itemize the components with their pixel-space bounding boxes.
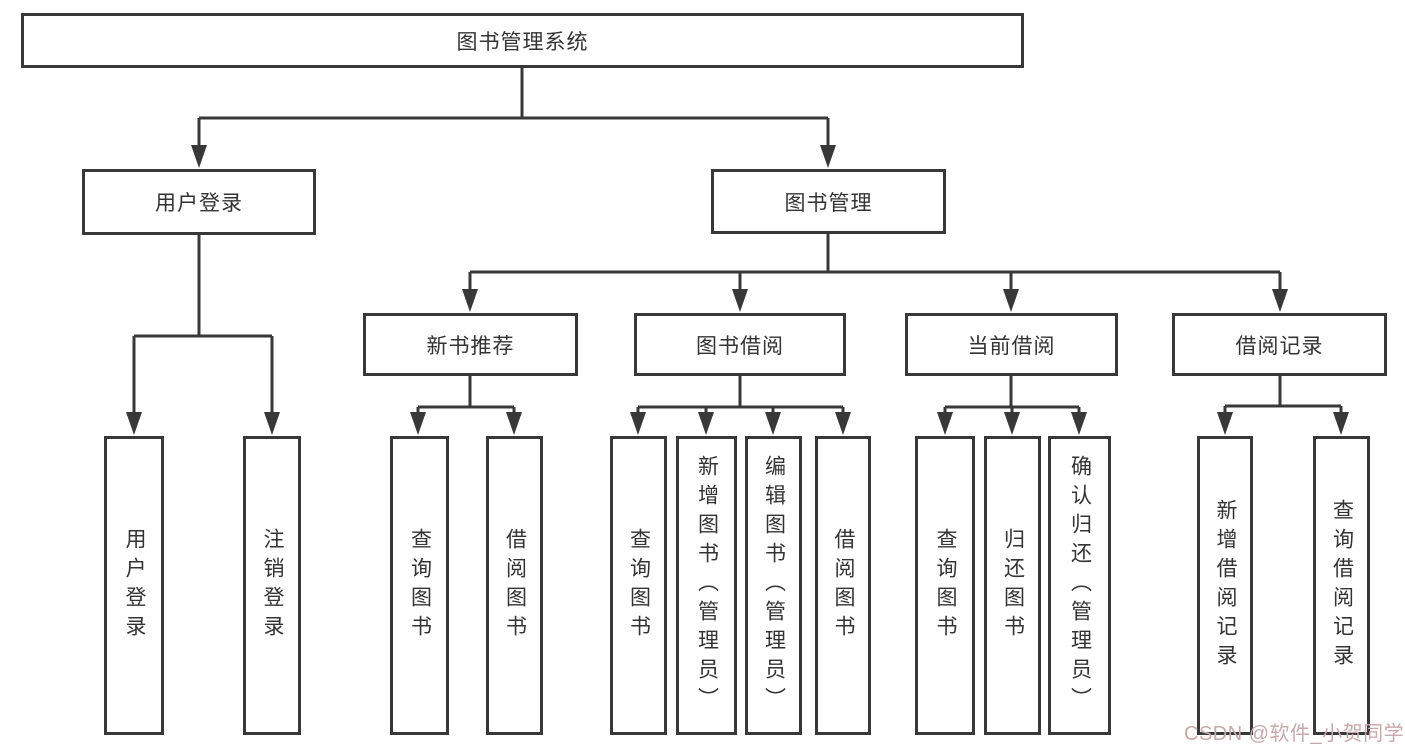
leaf-return-books: 归还图书: [984, 436, 1041, 735]
leaf-logout-login-label: 注销登录: [261, 527, 285, 644]
arrow-down-icon: [1272, 289, 1288, 312]
leaf-borrow-books-recommend: 借阅图书: [486, 436, 543, 735]
arrow-down-icon: [1004, 412, 1020, 435]
arrow-down-icon: [698, 412, 714, 435]
arrow-down-icon: [937, 412, 953, 435]
leaf-query-books-recommend-label: 查询图书: [408, 527, 432, 644]
leaf-add-books-admin: 新增图书（管理员）: [676, 436, 737, 735]
leaf-query-books-borrow: 查询图书: [610, 436, 667, 735]
arrowhead-icons: [126, 145, 1349, 435]
leaf-logout-login: 注销登录: [243, 436, 301, 735]
node-root: 图书管理系统: [21, 13, 1024, 68]
arrow-down-icon: [462, 289, 478, 312]
arrow-down-icon: [1217, 412, 1233, 435]
leaf-query-books-current-label: 查询图书: [934, 527, 958, 644]
leaf-confirm-return-admin-label: 确认归还（管理员）: [1068, 455, 1092, 716]
arrow-down-icon: [1003, 289, 1019, 312]
node-current-borrow: 当前借阅: [905, 313, 1118, 376]
node-book-management: 图书管理: [711, 169, 946, 234]
leaf-query-books-recommend: 查询图书: [390, 436, 449, 735]
leaf-edit-books-admin-label: 编辑图书（管理员）: [762, 455, 786, 716]
leaf-user-login-label: 用户登录: [123, 527, 147, 644]
arrow-down-icon: [506, 412, 522, 435]
leaf-add-borrow-record-label: 新增借阅记录: [1214, 498, 1238, 673]
node-new-book-recommend: 新书推荐: [363, 313, 578, 376]
arrow-down-icon: [1333, 412, 1349, 435]
node-user-login: 用户登录: [82, 169, 316, 235]
arrow-down-icon: [264, 412, 280, 435]
arrow-down-icon: [126, 412, 142, 435]
connector-lines: [132, 68, 1343, 418]
arrow-down-icon: [820, 145, 836, 168]
arrow-down-icon: [191, 145, 207, 168]
node-book-borrow: 图书借阅: [634, 313, 846, 376]
leaf-add-borrow-record: 新增借阅记录: [1197, 436, 1253, 735]
leaf-confirm-return-admin: 确认归还（管理员）: [1048, 436, 1111, 735]
leaf-user-login: 用户登录: [104, 436, 164, 735]
leaf-add-books-admin-label: 新增图书（管理员）: [695, 455, 719, 716]
watermark-text: CSDN @软件_小贺同学: [1184, 723, 1405, 745]
node-borrow-records: 借阅记录: [1172, 313, 1387, 376]
leaf-query-borrow-record: 查询借阅记录: [1313, 436, 1370, 735]
arrow-down-icon: [835, 412, 851, 435]
leaf-edit-books-admin: 编辑图书（管理员）: [745, 436, 802, 735]
arrow-down-icon: [765, 412, 781, 435]
leaf-query-books-borrow-label: 查询图书: [627, 527, 651, 644]
leaf-borrow-books-label: 借阅图书: [832, 527, 856, 644]
arrow-down-icon: [732, 289, 748, 312]
leaf-borrow-books-recommend-label: 借阅图书: [503, 527, 527, 644]
leaf-query-borrow-record-label: 查询借阅记录: [1330, 498, 1354, 673]
leaf-query-books-current: 查询图书: [915, 436, 975, 735]
leaf-return-books-label: 归还图书: [1001, 527, 1025, 644]
arrow-down-icon: [410, 412, 426, 435]
arrow-down-icon: [1071, 412, 1087, 435]
leaf-borrow-books: 借阅图书: [815, 436, 871, 735]
arrow-down-icon: [630, 412, 646, 435]
